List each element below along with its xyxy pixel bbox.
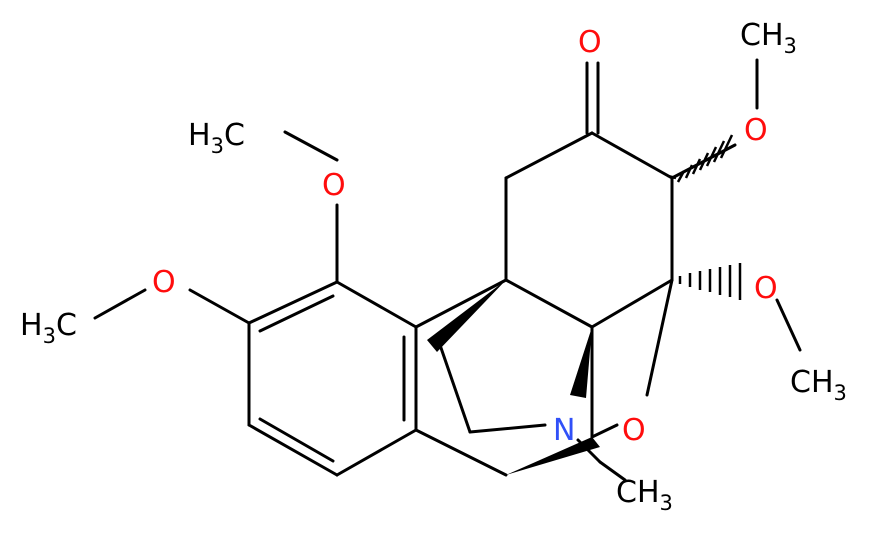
- bond-cq-ch: [590, 278, 674, 329]
- bond-obridge-c: [590, 423, 619, 439]
- bond-n-ch3b: [598, 460, 627, 482]
- label-o-top-right: O: [744, 113, 768, 148]
- bond-c-o-left: [188, 288, 251, 325]
- label-o-bridge: O: [622, 413, 646, 448]
- bond-ch2-ch2: [438, 343, 472, 434]
- bond-o-ch3-right: [775, 298, 802, 352]
- bond-ring-3: [335, 428, 418, 477]
- bond-ar-quat: [414, 278, 508, 329]
- bond-ring-4: [247, 423, 339, 477]
- label-ch3-right: CH3: [790, 365, 847, 405]
- label-h3c-left: H3C: [20, 308, 77, 348]
- bond-ring-6: [247, 280, 339, 325]
- label-ch3-top-right: CH3: [740, 18, 797, 58]
- label-n-bridge: N: [553, 413, 575, 448]
- wedge-ch-down: [570, 327, 592, 398]
- bond-co-cho: [590, 131, 674, 180]
- label-o-left: O: [152, 265, 176, 300]
- label-o-upper-left: O: [322, 168, 346, 203]
- bond-ring-1: [335, 280, 418, 329]
- bond-ar-cbr: [414, 428, 508, 477]
- bond-ring-6-inner: [258, 294, 335, 333]
- bond-o-ch3-upper: [283, 130, 339, 162]
- bond-ch2-n: [468, 423, 547, 434]
- label-h3c-top-left: H3C: [188, 118, 245, 158]
- bond-ch2-co: [504, 131, 594, 180]
- wedge-bonds: [427, 280, 600, 475]
- atom-labels: O CH3 O H3C O O H3C O CH3 N O CH3: [20, 18, 847, 515]
- bond-ring-4-inner: [258, 417, 335, 463]
- label-o-ketone: O: [578, 25, 602, 60]
- bond-ch-quat: [504, 278, 594, 329]
- label-ch3-bottom: CH3: [616, 475, 673, 515]
- wedge-cbr: [506, 437, 600, 475]
- wedge-quat-ch2: [427, 280, 506, 352]
- bond-cq-obridge: [645, 278, 674, 397]
- label-o-right: O: [754, 271, 778, 306]
- hash-bonds: [667, 134, 742, 300]
- bond-o-ch3-left: [93, 288, 147, 320]
